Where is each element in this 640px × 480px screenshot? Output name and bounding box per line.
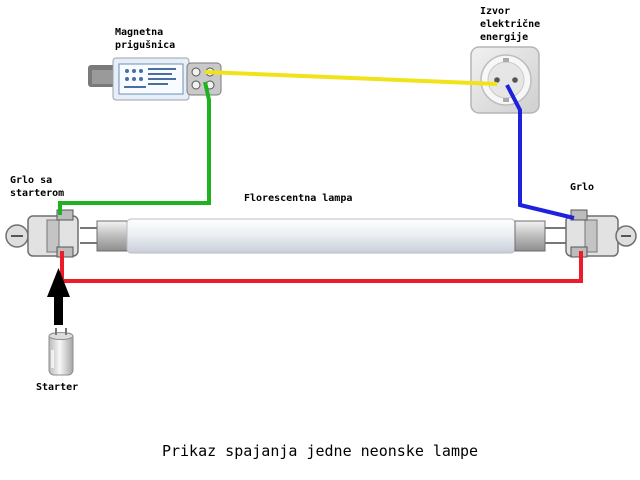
- wall-socket-icon: [470, 46, 540, 114]
- holder-label-text: Grlo: [570, 182, 595, 193]
- starter-icon: [48, 328, 74, 376]
- holder-starter-label-line-2: starterom: [10, 188, 65, 199]
- arrow-up-icon: [47, 268, 70, 325]
- holder-starter-label: Grlo sa starterom: [10, 174, 64, 200]
- starter-label-text: Starter: [36, 382, 79, 393]
- green-wire: [58, 81, 211, 215]
- source-label-line-2: električne: [480, 19, 541, 30]
- lamp-label: Florescentna lampa: [244, 192, 352, 205]
- red-wire: [60, 251, 583, 283]
- blue-wire: [505, 84, 575, 220]
- ballast-label: Magnetna prigušnica: [115, 26, 175, 52]
- lamp-holder-icon: [5, 209, 79, 258]
- holder-starter-label-line-1: Grlo sa: [10, 175, 53, 186]
- starter-label: Starter: [36, 381, 78, 394]
- ballast-label-line-1: Magnetna: [115, 27, 164, 38]
- holder-label: Grlo: [570, 181, 594, 194]
- yellow-wire: [204, 70, 498, 86]
- source-label: Izvor električne energije: [480, 5, 540, 44]
- ballast-label-line-2: prigušnica: [115, 40, 176, 51]
- source-label-line-3: energije: [480, 32, 529, 43]
- source-label-line-1: Izvor: [480, 6, 511, 17]
- fluorescent-tube-icon: [80, 218, 566, 254]
- ballast-icon: [88, 57, 222, 101]
- lamp-holder-icon: [565, 209, 637, 258]
- diagram-caption: Prikaz spajanja jedne neonske lampe: [161, 442, 479, 460]
- lamp-label-text: Florescentna lampa: [244, 193, 353, 204]
